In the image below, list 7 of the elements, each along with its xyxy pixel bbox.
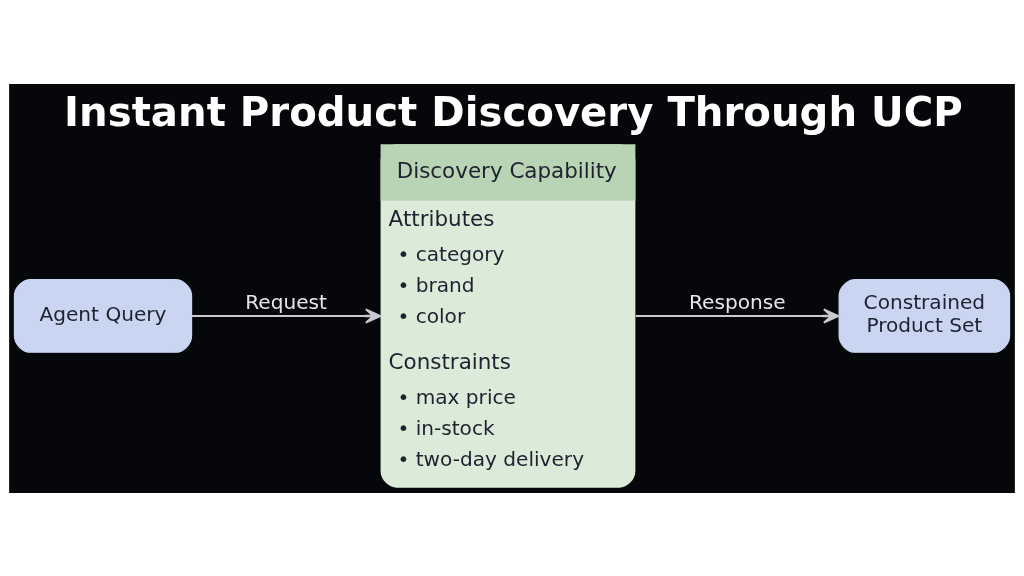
- diagram-title: Instant Product Discovery Through UCP: [64, 88, 963, 135]
- edge-label: Request: [245, 289, 327, 314]
- arrow: [190, 307, 382, 324]
- node-box: Constrained Product Set: [838, 278, 1011, 353]
- arrow: [634, 307, 840, 324]
- edge-label: Response: [688, 289, 786, 314]
- node-box: Agent Query: [13, 278, 193, 353]
